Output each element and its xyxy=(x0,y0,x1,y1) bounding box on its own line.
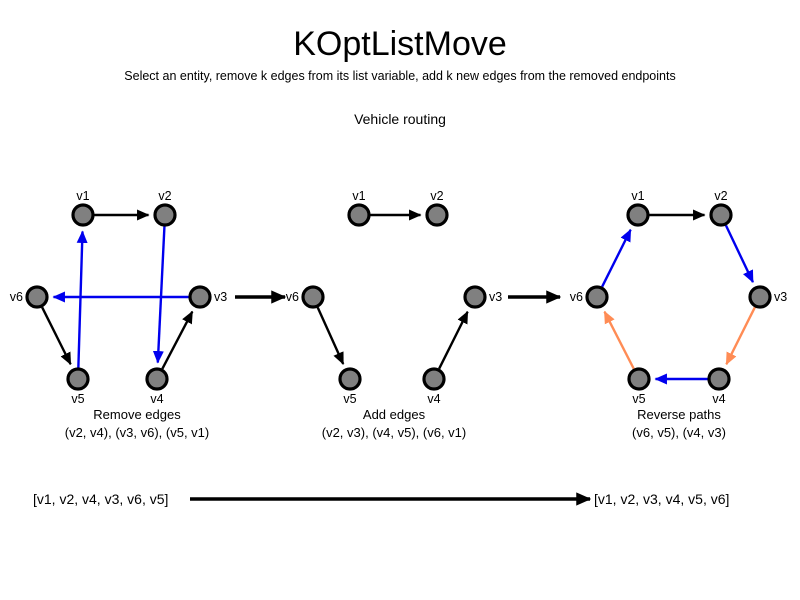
edges-layer xyxy=(41,209,756,385)
node-label-v5: v5 xyxy=(71,392,84,406)
node-label-v5: v5 xyxy=(632,392,645,406)
captions-layer: Remove edges (v2, v4), (v3, v6), (v5, v1)… xyxy=(65,407,726,440)
edge-v5-to-v6 xyxy=(603,310,635,370)
node-circle-v2[interactable] xyxy=(153,203,177,227)
node-v2[interactable]: v2 xyxy=(425,189,449,227)
node-v5[interactable]: v5 xyxy=(338,367,362,406)
edge-v6-to-v5 xyxy=(316,306,345,365)
node-circle-v1[interactable] xyxy=(626,203,650,227)
node-circle-v3[interactable] xyxy=(463,285,487,309)
node-v1[interactable]: v1 xyxy=(71,189,95,227)
node-circle-v2[interactable] xyxy=(425,203,449,227)
node-v5[interactable]: v5 xyxy=(627,367,651,406)
node-label-v6: v6 xyxy=(10,290,23,304)
node-v3[interactable]: v3 xyxy=(748,285,787,309)
node-v4[interactable]: v4 xyxy=(707,367,731,406)
caption-title: Add edges xyxy=(363,407,426,422)
edge-v4-to-v3 xyxy=(438,310,469,370)
edge-v2-to-v3 xyxy=(724,224,754,284)
node-v3[interactable]: v3 xyxy=(463,285,502,309)
node-label-v1: v1 xyxy=(352,189,365,203)
node-label-v4: v4 xyxy=(150,392,163,406)
caption-detail: (v2, v4), (v3, v6), (v5, v1) xyxy=(65,425,209,440)
node-label-v3: v3 xyxy=(774,290,787,304)
edge-v3-to-v4 xyxy=(725,306,756,366)
node-circle-v3[interactable] xyxy=(188,285,212,309)
edge-v2-to-v4 xyxy=(152,226,166,364)
node-v6[interactable]: v6 xyxy=(286,285,325,309)
node-v1[interactable]: v1 xyxy=(626,189,650,227)
node-circle-v5[interactable] xyxy=(66,367,90,391)
edge-v4-to-v3 xyxy=(161,310,194,370)
node-v5[interactable]: v5 xyxy=(66,367,90,406)
caption-panel-reverse-paths: Reverse paths (v6, v5), (v4, v3) xyxy=(632,407,726,440)
node-v4[interactable]: v4 xyxy=(145,367,169,406)
node-label-v5: v5 xyxy=(343,392,356,406)
node-label-v6: v6 xyxy=(570,290,583,304)
node-circle-v1[interactable] xyxy=(71,203,95,227)
node-circle-v4[interactable] xyxy=(422,367,446,391)
nodes-layer: v1 v2 v6 v3 v5 v4 v1 v2 v6 v3 v5 v4 v1 v2 v6 v3 v5 v4 xyxy=(10,189,787,406)
after-list-text: [v1, v2, v3, v4, v5, v6] xyxy=(594,491,729,507)
edge-v5-to-v1 xyxy=(76,230,88,368)
node-label-v4: v4 xyxy=(712,392,725,406)
node-label-v2: v2 xyxy=(430,189,443,203)
node-v4[interactable]: v4 xyxy=(422,367,446,406)
node-v2[interactable]: v2 xyxy=(709,189,733,227)
node-v3[interactable]: v3 xyxy=(188,285,227,309)
node-label-v2: v2 xyxy=(714,189,727,203)
page-subtitle: Select an entity, remove k edges from it… xyxy=(124,69,676,83)
before-list-text: [v1, v2, v4, v3, v6, v5] xyxy=(33,491,168,507)
edge-v6-to-v5 xyxy=(41,306,72,366)
node-circle-v1[interactable] xyxy=(347,203,371,227)
node-circle-v2[interactable] xyxy=(709,203,733,227)
caption-title: Reverse paths xyxy=(637,407,721,422)
node-label-v4: v4 xyxy=(427,392,440,406)
result-row: [v1, v2, v4, v3, v6, v5] [v1, v2, v3, v4,… xyxy=(33,491,729,507)
node-label-v2: v2 xyxy=(158,189,171,203)
page-title: KOptListMove xyxy=(293,25,507,63)
node-circle-v6[interactable] xyxy=(25,285,49,309)
edge-v6-to-v1 xyxy=(601,228,632,288)
node-circle-v4[interactable] xyxy=(145,367,169,391)
node-label-v6: v6 xyxy=(286,290,299,304)
domain-label: Vehicle routing xyxy=(354,111,446,127)
node-label-v1: v1 xyxy=(631,189,644,203)
node-circle-v6[interactable] xyxy=(301,285,325,309)
node-circle-v4[interactable] xyxy=(707,367,731,391)
node-v2[interactable]: v2 xyxy=(153,189,177,227)
caption-panel-remove-edges: Remove edges (v2, v4), (v3, v6), (v5, v1) xyxy=(65,407,209,440)
node-circle-v5[interactable] xyxy=(338,367,362,391)
node-label-v1: v1 xyxy=(76,189,89,203)
caption-panel-add-edges: Add edges (v2, v3), (v4, v5), (v6, v1) xyxy=(322,407,466,440)
node-circle-v5[interactable] xyxy=(627,367,651,391)
node-v1[interactable]: v1 xyxy=(347,189,371,227)
node-v6[interactable]: v6 xyxy=(570,285,609,309)
node-circle-v6[interactable] xyxy=(585,285,609,309)
node-label-v3: v3 xyxy=(214,290,227,304)
caption-title: Remove edges xyxy=(93,407,181,422)
node-circle-v3[interactable] xyxy=(748,285,772,309)
node-label-v3: v3 xyxy=(489,290,502,304)
caption-detail: (v2, v3), (v4, v5), (v6, v1) xyxy=(322,425,466,440)
caption-detail: (v6, v5), (v4, v3) xyxy=(632,425,726,440)
node-v6[interactable]: v6 xyxy=(10,285,49,309)
